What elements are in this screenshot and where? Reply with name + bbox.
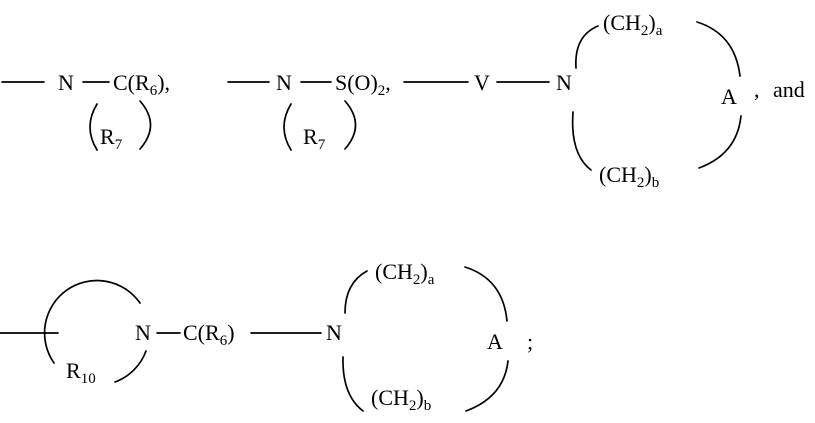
ring-arc-bottom-left (342, 356, 364, 412)
r7-substituent-label: R7 (303, 124, 326, 153)
ring-arc-top-left (344, 270, 368, 314)
joiner-comma: , (754, 77, 760, 102)
left-ring-arc-lower (114, 350, 147, 383)
left-ring-arc-main (43, 279, 141, 364)
nitrogen-atom-label: N (556, 70, 572, 95)
cr6-group-label: C(R6), (113, 70, 170, 99)
ring-arc-top-right (696, 21, 741, 77)
ring-arc-left (283, 103, 292, 151)
ch2b-ring-label: (CH2)b (371, 385, 431, 414)
structure-r10-ring-n-cr6-n-ring: R10 N C(R6) N (CH2)a A (CH2)b ; (0, 259, 533, 414)
ring-arc-top-left (575, 25, 599, 69)
v-linker-label: V (474, 70, 490, 95)
ring-arc-right (139, 100, 152, 150)
ch2a-ring-label: (CH2)a (375, 259, 435, 288)
ch2b-ring-label: (CH2)b (599, 162, 659, 191)
so2-group-label: S(O)2, (335, 70, 391, 99)
cr6-group-label: C(R6) (183, 320, 235, 349)
ring-arc-bottom-right (465, 360, 509, 412)
structure-n-cr6: N C(R6), R7 (1, 70, 170, 153)
nitrogen-atom-label-1: N (135, 320, 151, 345)
nitrogen-atom-label: N (276, 70, 292, 95)
a-ring-atom-label: A (721, 84, 737, 109)
structure-v-n-ring: V N (CH2)a A (CH2)b (403, 10, 742, 191)
ring-arc-right (344, 100, 357, 150)
ring-arc-top-right (464, 266, 508, 322)
ring-arc-bottom-left (571, 111, 592, 171)
nitrogen-atom-label: N (58, 70, 74, 95)
ring-arc-bottom-right (698, 115, 742, 169)
ch2a-ring-label: (CH2)a (603, 10, 663, 39)
r10-substituent-label: R10 (66, 358, 96, 387)
ring-arc-left (89, 103, 98, 151)
terminator-semicolon: ; (527, 329, 533, 354)
nitrogen-atom-label-2: N (326, 320, 342, 345)
r7-substituent-label: R7 (100, 124, 123, 153)
structure-n-so2: N S(O)2, R7 (227, 70, 391, 153)
a-ring-atom-label: A (487, 329, 503, 354)
joiner-word-and: and (773, 77, 805, 102)
